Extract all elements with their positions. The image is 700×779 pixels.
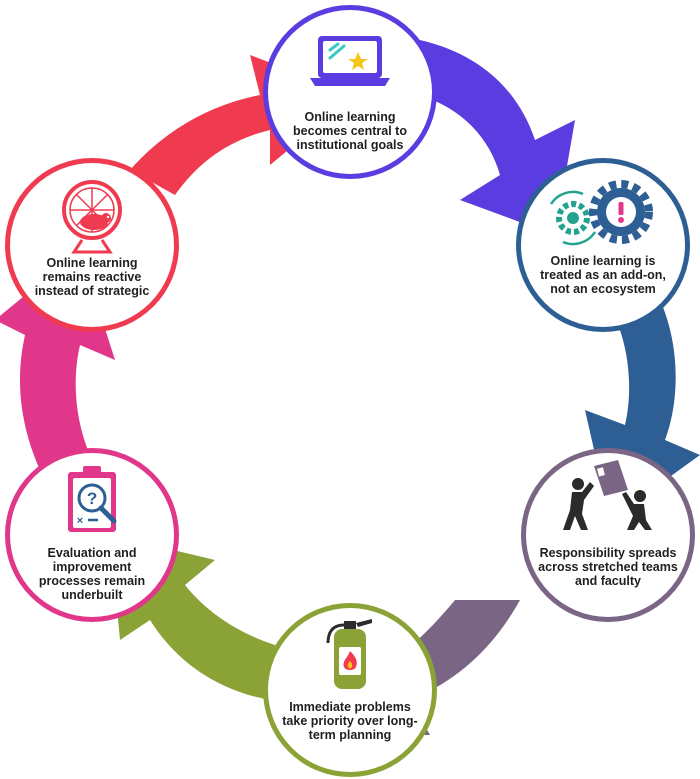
label-central: Online learning becomes central to insti… xyxy=(293,110,407,152)
gears-warning-icon xyxy=(549,180,653,246)
node-disc xyxy=(10,453,174,617)
label-evaluation: Evaluation and improvement processes rem… xyxy=(38,546,146,602)
label-reactive: Online learning remains reactive instead… xyxy=(34,256,150,298)
node-addon xyxy=(516,158,690,332)
node-disc xyxy=(521,163,685,327)
node-disc xyxy=(10,163,174,327)
hamster-wheel-icon xyxy=(62,180,122,254)
people-carrying-box-icon xyxy=(563,460,652,530)
node-reactive xyxy=(5,158,179,332)
svg-text:×: × xyxy=(77,515,83,527)
svg-text:?: ? xyxy=(87,489,97,508)
node-problems xyxy=(263,603,437,777)
node-evaluation xyxy=(5,448,179,622)
node-disc xyxy=(268,10,432,174)
label-addon: Online learning is treated as an add-on,… xyxy=(540,254,666,296)
cycle-nodes xyxy=(5,5,695,777)
arrow-central-to-addon xyxy=(420,40,575,235)
laptop-star-icon xyxy=(310,36,390,86)
fire-extinguisher-icon xyxy=(326,619,372,689)
label-responsibility: Responsibility spreads across stretched … xyxy=(538,546,678,588)
clipboard-question-icon: ? × xyxy=(68,466,117,532)
node-disc xyxy=(526,453,690,617)
node-disc xyxy=(268,608,432,772)
label-problems: Immediate problems take priority over lo… xyxy=(282,700,418,742)
node-central xyxy=(263,5,437,179)
node-responsibility xyxy=(521,448,695,622)
